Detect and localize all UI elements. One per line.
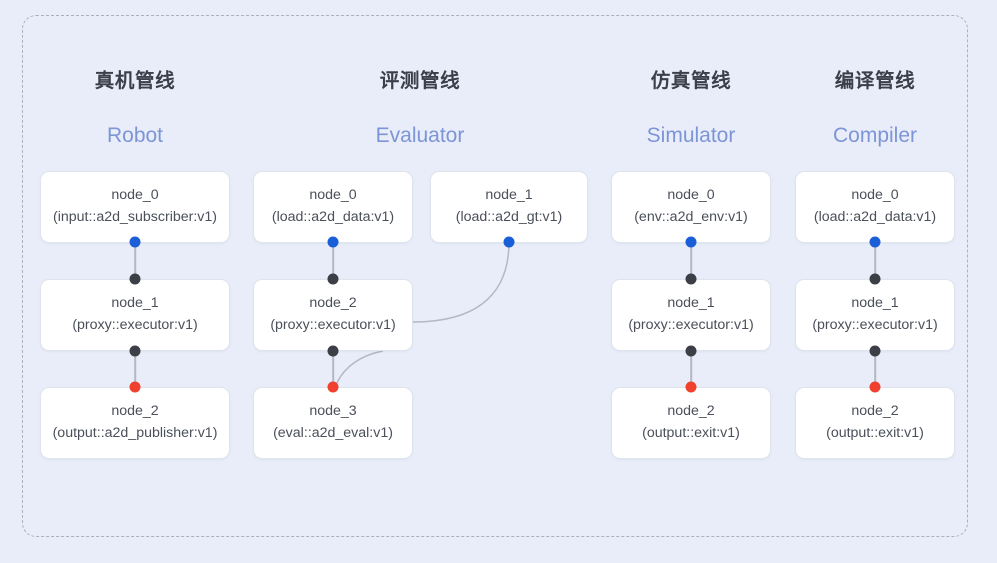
node-name: node_2 [851, 403, 899, 420]
edge-robot-1 [134, 351, 136, 387]
port-dot-dark-robot-1[interactable] [129, 273, 141, 285]
node-name: node_0 [309, 187, 357, 204]
node-box-evaluator-node_2[interactable]: node_2(proxy::executor:v1) [253, 279, 413, 351]
edge-compiler-0 [874, 242, 876, 279]
port-dot-dark-compiler-1[interactable] [869, 273, 881, 285]
edge-robot-0 [134, 242, 136, 279]
node-spec: (proxy::executor:v1) [270, 317, 396, 333]
column-subtitle-robot: Robot [106, 124, 164, 147]
node-spec: (proxy::executor:v1) [628, 317, 754, 333]
node-name: node_1 [667, 295, 715, 312]
column-subtitle-simulator: Simulator [646, 124, 736, 147]
node-spec: (load::a2d_data:v1) [813, 209, 937, 225]
port-dot-dark-robot-2[interactable] [129, 345, 141, 357]
node-box-simulator-node_0[interactable]: node_0(env::a2d_env:v1) [611, 171, 771, 243]
node-box-evaluator-node_3[interactable]: node_3(eval::a2d_eval:v1) [253, 387, 413, 459]
port-dot-blue-simulator-0[interactable] [685, 236, 697, 248]
node-box-simulator-node_1[interactable]: node_1(proxy::executor:v1) [611, 279, 771, 351]
node-spec: (proxy::executor:v1) [812, 317, 938, 333]
node-box-compiler-node_0[interactable]: node_0(load::a2d_data:v1) [795, 171, 955, 243]
node-name: node_2 [309, 295, 357, 312]
edge-evaluator-0 [332, 242, 334, 279]
port-dot-red-compiler-3[interactable] [869, 381, 881, 393]
edge-curve-evaluator-0 [412, 241, 510, 323]
node-box-simulator-node_2[interactable]: node_2(output::exit:v1) [611, 387, 771, 459]
node-box-compiler-node_2[interactable]: node_2(output::exit:v1) [795, 387, 955, 459]
node-box-robot-node_2[interactable]: node_2(output::a2d_publisher:v1) [40, 387, 230, 459]
node-name: node_1 [851, 295, 899, 312]
edge-simulator-1 [690, 351, 692, 387]
column-title-compiler: 编译管线 [834, 70, 916, 92]
node-name: node_2 [667, 403, 715, 420]
node-spec: (proxy::executor:v1) [72, 317, 198, 333]
port-dot-red-robot-3[interactable] [129, 381, 141, 393]
node-name: node_0 [851, 187, 899, 204]
port-dot-dark-evaluator-3[interactable] [327, 345, 339, 357]
edge-simulator-0 [690, 242, 692, 279]
node-name: node_1 [485, 187, 533, 204]
port-dot-dark-simulator-1[interactable] [685, 273, 697, 285]
node-name: node_0 [111, 187, 159, 204]
node-box-compiler-node_1[interactable]: node_1(proxy::executor:v1) [795, 279, 955, 351]
node-box-evaluator-node_0[interactable]: node_0(load::a2d_data:v1) [253, 171, 413, 243]
node-spec: (eval::a2d_eval:v1) [273, 425, 393, 441]
node-spec: (input::a2d_subscriber:v1) [52, 209, 218, 225]
node-name: node_0 [667, 187, 715, 204]
column-title-robot: 真机管线 [94, 70, 176, 92]
port-dot-red-simulator-3[interactable] [685, 381, 697, 393]
node-name: node_2 [111, 403, 159, 420]
node-box-robot-node_1[interactable]: node_1(proxy::executor:v1) [40, 279, 230, 351]
node-name: node_3 [309, 403, 357, 420]
node-spec: (output::a2d_publisher:v1) [52, 425, 218, 441]
node-spec: (load::a2d_gt:v1) [455, 209, 563, 225]
column-subtitle-compiler: Compiler [832, 124, 918, 147]
node-spec: (output::exit:v1) [826, 425, 924, 441]
node-spec: (output::exit:v1) [642, 425, 740, 441]
node-name: node_1 [111, 295, 159, 312]
edge-compiler-1 [874, 351, 876, 387]
port-dot-dark-compiler-2[interactable] [869, 345, 881, 357]
column-title-evaluator: 评测管线 [379, 70, 461, 92]
node-spec: (env::a2d_env:v1) [634, 209, 748, 225]
node-box-robot-node_0[interactable]: node_0(input::a2d_subscriber:v1) [40, 171, 230, 243]
column-subtitle-evaluator: Evaluator [375, 124, 465, 147]
port-dot-blue-evaluator-0[interactable] [327, 236, 339, 248]
column-title-simulator: 仿真管线 [650, 70, 732, 92]
edge-curve-evaluator-1 [335, 350, 384, 386]
port-dot-dark-evaluator-2[interactable] [327, 273, 339, 285]
port-dot-blue-evaluator-1[interactable] [503, 236, 515, 248]
port-dot-red-evaluator-4[interactable] [327, 381, 339, 393]
port-dot-dark-simulator-2[interactable] [685, 345, 697, 357]
edge-evaluator-1 [332, 351, 334, 387]
port-dot-blue-robot-0[interactable] [129, 236, 141, 248]
port-dot-blue-compiler-0[interactable] [869, 236, 881, 248]
node-box-evaluator-node_1[interactable]: node_1(load::a2d_gt:v1) [430, 171, 588, 243]
node-spec: (load::a2d_data:v1) [271, 209, 395, 225]
